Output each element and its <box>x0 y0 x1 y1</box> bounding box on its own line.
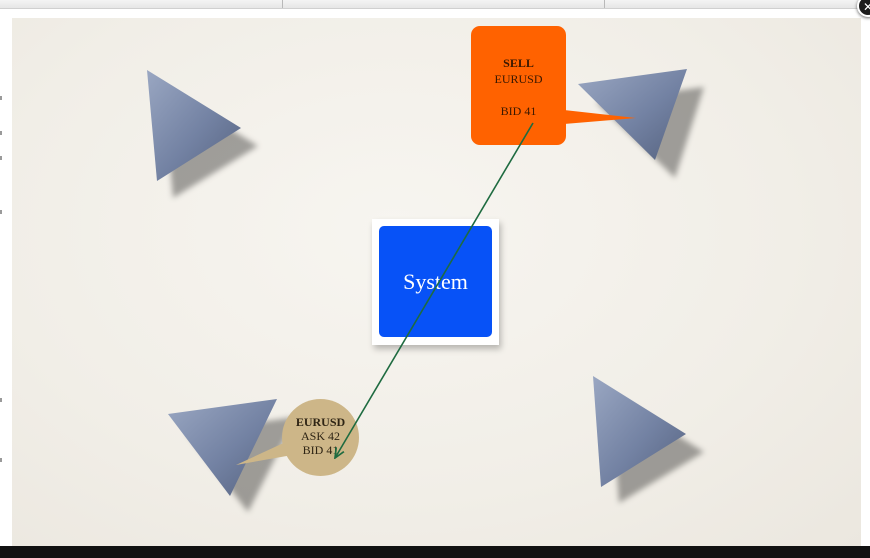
quote-ask-label: ASK 42 <box>300 429 340 443</box>
quote-bid-label: BID 41 <box>302 443 339 457</box>
sell-bid-label: BID 41 <box>500 104 537 118</box>
system-box: System <box>379 226 492 337</box>
quote-bubble: EURUSD ASK 42 BID 41 <box>282 399 359 476</box>
sell-pair-label: EURUSD <box>494 72 543 86</box>
tab-separator <box>282 0 283 8</box>
close-icon[interactable]: ✕ <box>857 0 870 17</box>
browser-tab-strip <box>0 0 870 9</box>
sell-action-label: SELL <box>503 56 534 70</box>
quote-pair-label: EURUSD <box>295 415 346 429</box>
sell-order-card: SELL EURUSD BID 41 <box>471 26 566 145</box>
bottom-bar <box>0 546 870 558</box>
tab-separator <box>604 0 605 8</box>
